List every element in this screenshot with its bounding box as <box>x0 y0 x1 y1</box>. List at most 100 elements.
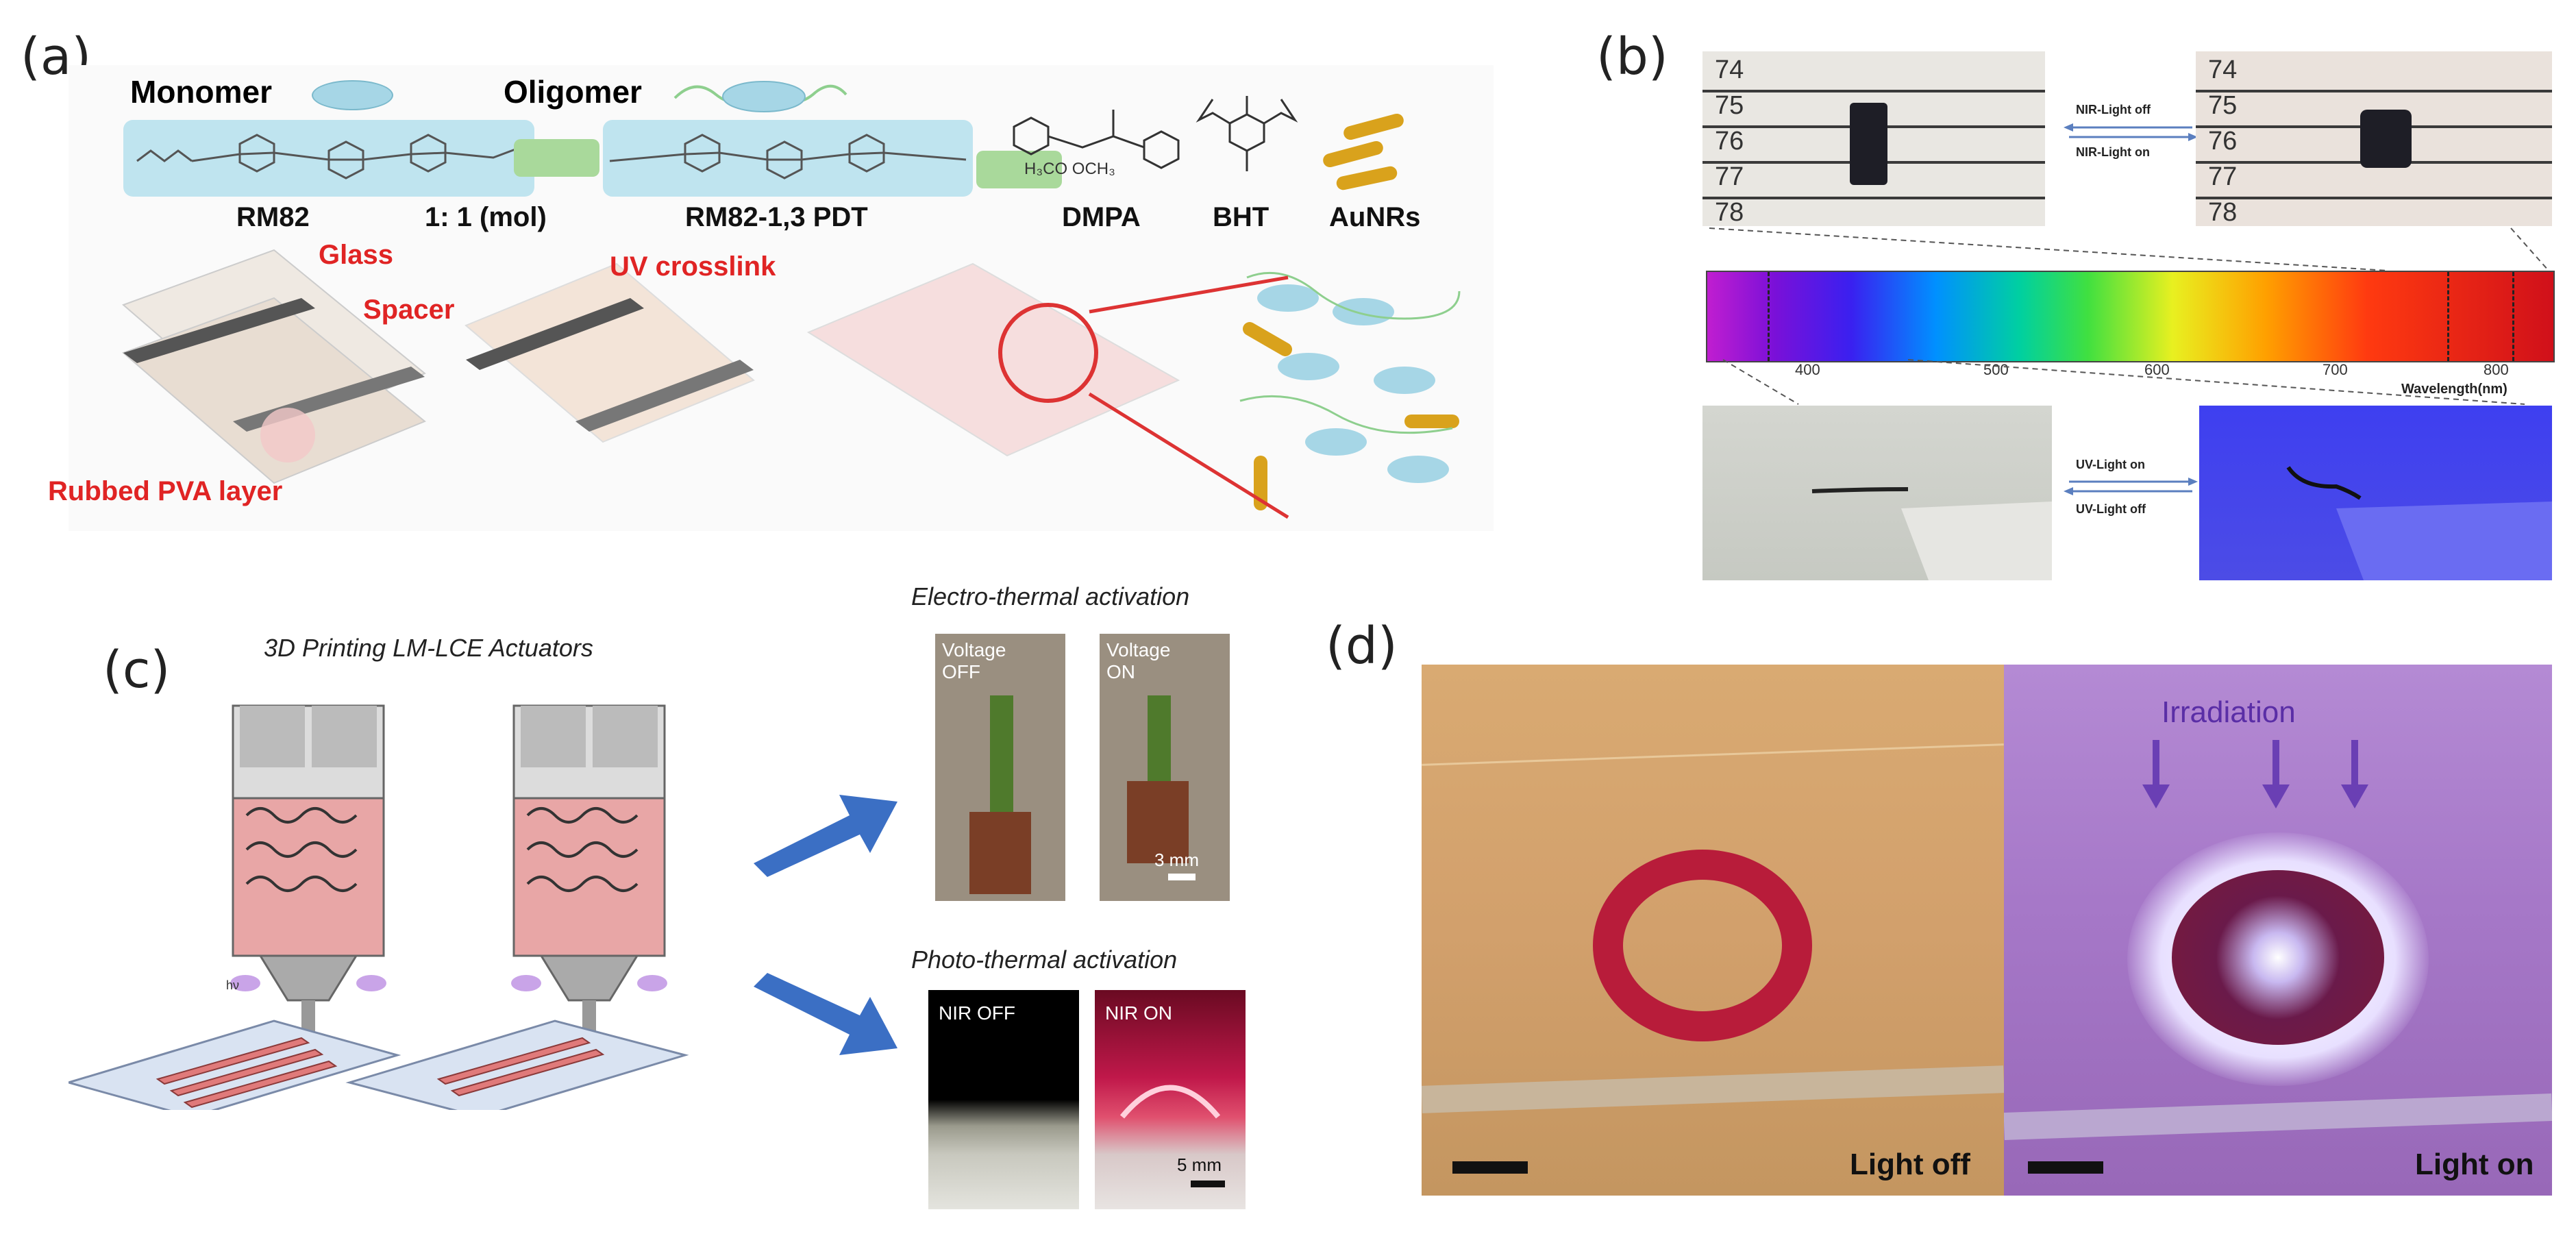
dmpa-structure <box>1013 110 1180 169</box>
voltage-on-label: Voltage ON <box>1106 639 1171 682</box>
uv-crosslink-label: UV crosslink <box>610 251 776 282</box>
lce-ring-sample <box>1593 850 1812 1041</box>
rm82-structure <box>123 120 534 197</box>
thiol-end-right <box>976 151 1062 188</box>
ruler-photo-nir-off: 74 75 76 77 78 <box>1702 51 2045 226</box>
rm82-pdt-structure <box>603 120 973 197</box>
spectrum-tick-400: 400 <box>1795 361 1820 378</box>
light-on-photo: Irradiation Light on <box>2004 665 2552 1196</box>
scale-label-5mm: 5 mm <box>1177 1154 1222 1175</box>
nir-light-off-label: NIR-Light off <box>2076 103 2151 116</box>
uv-off-photo <box>1702 406 2052 580</box>
blue-arrow-up <box>754 795 897 877</box>
ruler-tick: 76 <box>2208 127 2238 156</box>
thiol-end-left <box>514 139 599 177</box>
voltage-off-photo: Voltage OFF <box>935 634 1065 901</box>
irradiation-arrows <box>2142 740 2368 808</box>
nir-off-photo: NIR OFF <box>928 990 1079 1209</box>
dmpa-substituents: H₃CO OCH₃ <box>1024 160 1115 178</box>
light-on-label: Light on <box>2415 1148 2534 1181</box>
ruler-tick: 76 <box>1715 127 1744 156</box>
light-off-photo: Light off <box>1422 665 2004 1196</box>
ruler-tick: 74 <box>1715 55 1744 84</box>
panel-a-figure: Monomer Oligomer RM82 1: 1 (mol) RM82-1,… <box>48 65 1494 531</box>
glass-cell-illustration <box>110 243 438 504</box>
uv-light-off-label: UV-Light off <box>2076 502 2146 516</box>
spectrum-connector-lines <box>1709 227 2549 405</box>
oligomer-icon <box>673 81 847 112</box>
irradiation-label: Irradiation <box>2162 695 2296 729</box>
wavelength-axis-label: Wavelength(nm) <box>2401 382 2507 397</box>
lce-strip <box>990 695 1013 819</box>
magnified-network-illustration <box>1226 250 1473 517</box>
rm82-pdt-label: RM82-1,3 PDT <box>685 202 868 232</box>
scale-label-3mm: 3 mm <box>1154 850 1199 870</box>
spectrum-marker <box>2447 272 2449 361</box>
lce-film-sample <box>1850 103 1887 185</box>
bht-structure <box>1196 96 1298 171</box>
lce-film-illustration <box>802 250 1185 517</box>
lce-arch <box>1119 1085 1221 1119</box>
nir-on-photo: NIR ON 5 mm <box>1095 990 1246 1209</box>
glass-slide-edge <box>1422 1065 2004 1113</box>
glass-slide-edge <box>1422 743 2004 766</box>
ruler-tick: 78 <box>1715 198 1744 226</box>
ruler-row: 74 <box>2196 51 2552 92</box>
aunrs-label: AuNRs <box>1329 202 1421 232</box>
scale-bar-5mm <box>1191 1181 1225 1187</box>
monomer-label: Monomer <box>130 74 272 110</box>
spectrum-tick-800: 800 <box>2484 361 2509 378</box>
glass-label: Glass <box>319 240 393 270</box>
aunr-rod-2 <box>1321 139 1385 169</box>
ruler-tick: 75 <box>2208 91 2238 120</box>
voltage-on-photo: Voltage ON 3 mm <box>1100 634 1230 901</box>
uv-light-on-label: UV-Light on <box>2076 458 2145 471</box>
reversible-arrows-nir <box>2064 123 2198 141</box>
oligomer-label: Oligomer <box>504 74 642 110</box>
panel-d-label: (d) <box>1326 617 1398 676</box>
bht-label: BHT <box>1213 202 1270 232</box>
aunr-rod-3 <box>1335 164 1399 192</box>
photo-thermal-title: Photo-thermal activation <box>911 945 1178 974</box>
spectrum-tick-700: 700 <box>2323 361 2348 378</box>
ruler-row: 78 <box>2196 194 2552 226</box>
spacer-label: Spacer <box>363 295 455 325</box>
nir-off-label: NIR OFF <box>939 1002 1015 1024</box>
visible-spectrum-bar <box>1706 271 2555 362</box>
rm82-label: RM82 <box>236 202 310 232</box>
ruler-row: 77 <box>2196 158 2552 199</box>
ruler-tick: 77 <box>2208 162 2238 191</box>
monomer-ellipse-icon <box>312 80 393 110</box>
scale-bar <box>1452 1161 1528 1174</box>
electro-thermal-title: Electro-thermal activation <box>911 582 1190 610</box>
dmpa-label: DMPA <box>1062 202 1141 232</box>
lce-film-sample <box>2360 110 2412 168</box>
ruler-photo-nir-on: 74 75 76 77 78 <box>2196 51 2552 226</box>
spectrum-marker <box>2512 272 2514 361</box>
copper-weight <box>969 812 1031 894</box>
ruler-tick: 78 <box>2208 198 2238 226</box>
zoom-lines <box>1088 275 1289 519</box>
uv-crosslink-illustration <box>452 243 767 504</box>
spectrum-tick-500: 500 <box>1983 361 2009 378</box>
spectrum-tick-600: 600 <box>2144 361 2170 378</box>
nir-light-on-label: NIR-Light on <box>2076 145 2150 159</box>
mole-ratio-label: 1: 1 (mol) <box>425 202 547 232</box>
panel-c-label: (c) <box>103 641 171 700</box>
blue-arrow-down <box>754 973 897 1055</box>
ruler-row: 78 <box>1702 194 2045 226</box>
scale-bar <box>2028 1161 2103 1174</box>
spectrum-marker <box>1768 272 1770 361</box>
light-off-label: Light off <box>1850 1148 1970 1181</box>
ruler-tick: 77 <box>1715 162 1744 191</box>
ruler-row: 77 <box>1702 158 2045 199</box>
reversible-arrows-uv <box>2064 478 2198 495</box>
ruler-tick: 75 <box>1715 91 1744 120</box>
copper-weight <box>1127 781 1189 863</box>
glass-slide-edge <box>2004 1093 2552 1140</box>
ruler-row: 74 <box>1702 51 2045 92</box>
lce-strip <box>1148 695 1171 791</box>
ruler-tick: 74 <box>2208 55 2238 84</box>
printing-title: 3D Printing LM-LCE Actuators <box>264 634 593 662</box>
nir-on-label: NIR ON <box>1105 1002 1172 1024</box>
